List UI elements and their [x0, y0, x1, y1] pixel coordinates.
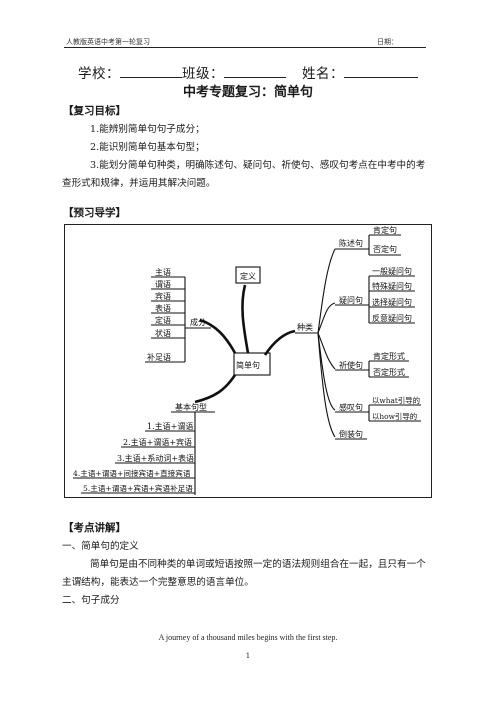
patterns-label: 基本句型 [175, 402, 207, 412]
header-left: 人教版英语中考第一轮复习 [66, 38, 150, 46]
component-4: 表语 [155, 303, 171, 313]
center-box [233, 352, 271, 376]
declarative-label: 陈述句 [339, 238, 363, 248]
branch-definition [241, 284, 250, 354]
imperative-item-1: 肯定形式 [373, 351, 405, 361]
page-number: 1 [245, 652, 251, 660]
definition-label: 定义 [240, 271, 256, 281]
goal-item-1: 1.能辨别简单句句子成分； [90, 124, 205, 135]
section-1-text: 简单句是由不同种类的单词或短语按照一定的语法规则组合在一起，且只有一个主谓结构，… [62, 559, 426, 588]
exclamatory-label: 感叹句 [339, 402, 363, 412]
exclamatory-item-2: 以how引导的 [372, 412, 417, 421]
header-right: 日期： [377, 38, 398, 46]
page-title: 中考专题复习：简单句 [182, 85, 313, 100]
component-6: 状语 [155, 328, 171, 338]
component-5: 定语 [155, 315, 171, 325]
component-2: 谓语 [155, 279, 171, 289]
component-1: 主语 [155, 267, 171, 277]
branch-components [199, 318, 237, 354]
inverted-label: 倒装句 [339, 429, 363, 439]
name-blank[interactable] [344, 65, 418, 78]
declarative-item-2: 否定句 [373, 244, 397, 254]
footer-quote: A journey of a thousand miles begins wit… [158, 633, 338, 642]
class-label: 班级： [182, 66, 224, 82]
interrogative-item-4: 反意疑问句 [372, 313, 412, 323]
mind-map-svg: 简单句 定义 成分 主语 谓语 宾语 表语 定语 状语 补足语 基本句型 1.主… [73, 225, 421, 495]
pattern-1: 1.主语+谓语 [147, 421, 193, 431]
preview-heading: 【预习导学】 [63, 207, 126, 219]
school-blank[interactable] [120, 65, 182, 78]
mind-map: 简单句 定义 成分 主语 谓语 宾语 表语 定语 状语 补足语 基本句型 1.主… [64, 224, 432, 498]
branch-types [263, 329, 296, 356]
class-blank[interactable] [224, 65, 286, 78]
branch-patterns [194, 374, 237, 404]
section-2-title: 二、句子成分 [62, 595, 120, 606]
section-1-title: 一、简单句的定义 [62, 541, 139, 552]
exclamatory-item-1: 以what引导的 [372, 396, 420, 405]
interrogative-item-2: 特殊疑问句 [372, 281, 412, 291]
pattern-3: 3.主语+系动词+表语 [117, 453, 194, 463]
imperative-item-2: 否定形式 [373, 367, 405, 377]
header-rule [64, 47, 426, 48]
info-line: 学校： 班级： 姓名： [0, 62, 496, 82]
center-label: 简单句 [236, 360, 260, 370]
name-label: 姓名： [302, 66, 344, 82]
pattern-4: 4.主语+谓语+间接宾语+直接宾语 [73, 468, 191, 478]
interrogative-label: 疑问句 [339, 295, 363, 305]
declarative-item-1: 肯定句 [373, 225, 397, 235]
component-7: 补足语 [147, 352, 171, 362]
imperative-label: 祈使句 [339, 360, 363, 370]
pattern-5: 5.主语+谓语+宾语+宾语补足语 [83, 483, 193, 493]
definition-box [235, 266, 261, 284]
goal-item-2: 2.能识别简单句基本句型； [90, 142, 205, 153]
interrogative-item-3: 选择疑问句 [372, 297, 412, 307]
goals-heading: 【复习目标】 [63, 105, 126, 117]
goal-item-3: 3.能划分简单句种类，明确陈述句、疑问句、祈使句、感叹句考点在中考中的考查形式和… [62, 160, 426, 189]
school-label: 学校： [78, 66, 120, 82]
interrogative-item-1: 一般疑问句 [372, 266, 412, 276]
types-label: 种类 [297, 322, 313, 332]
component-3: 宾语 [155, 291, 171, 301]
pattern-2: 2.主语+谓语+宾语 [123, 437, 192, 447]
goals-list: 1.能辨别简单句句子成分； 2.能识别简单句基本句型； 3.能划分简单句种类，明… [62, 121, 430, 193]
components-label: 成分 [190, 317, 206, 327]
explain-heading: 【考点讲解】 [63, 522, 126, 534]
